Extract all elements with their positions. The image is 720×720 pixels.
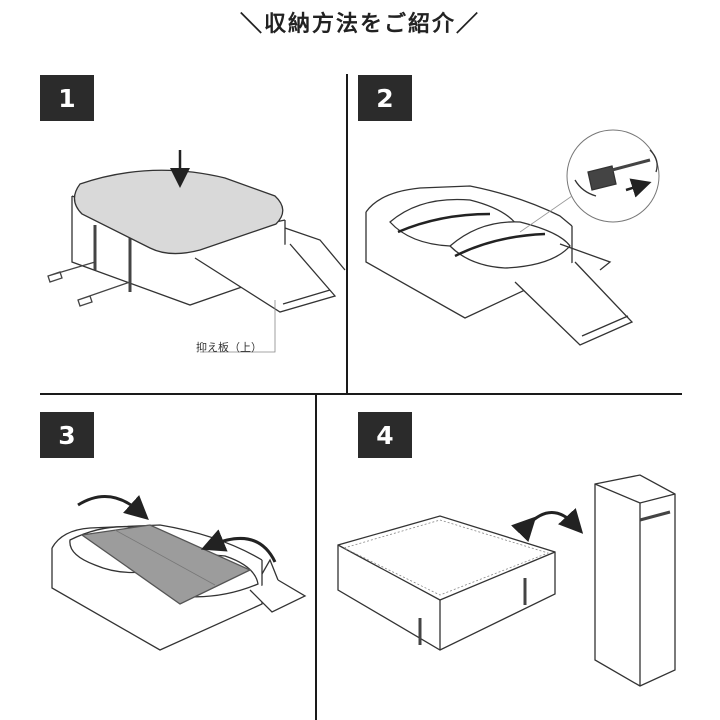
step-3-illustration bbox=[51, 495, 307, 651]
step-3-badge: 3 bbox=[40, 412, 94, 458]
step-2-flap bbox=[514, 261, 634, 346]
step-4-illustration bbox=[337, 474, 676, 687]
page-title: ＼収納方法をご紹介／ bbox=[239, 12, 480, 37]
step-3-curved-arrow-right-icon bbox=[200, 529, 277, 563]
step-2-badge: 2 bbox=[358, 75, 412, 121]
step-4-standing-bag bbox=[594, 474, 676, 687]
step-1-callout-line bbox=[200, 300, 276, 353]
divider-bottom-vertical bbox=[315, 395, 317, 720]
step-4-badge: 4 bbox=[358, 412, 412, 458]
step-1-badge: 1 bbox=[40, 75, 94, 121]
step-1-flap bbox=[194, 243, 337, 313]
step-2-pull-arrow-icon bbox=[625, 178, 652, 198]
step-4-rotate-arrow-icon bbox=[511, 508, 584, 542]
step-3-curved-arrow-left-icon bbox=[77, 495, 149, 521]
step-1-buckle-icon bbox=[77, 281, 131, 307]
step-2-illustration bbox=[365, 129, 660, 346]
step-1-buckle-icon bbox=[47, 261, 96, 283]
step-1-caption: 抑え板（上） bbox=[196, 341, 262, 354]
step-2-buckle-icon bbox=[587, 165, 617, 191]
step-1-illustration bbox=[47, 150, 346, 353]
step-1-press-board bbox=[73, 169, 284, 255]
divider-top-vertical bbox=[346, 74, 348, 394]
divider-horizontal bbox=[40, 393, 682, 395]
step-4-flat-bag bbox=[337, 515, 556, 651]
step-3-folded-board bbox=[80, 524, 252, 605]
